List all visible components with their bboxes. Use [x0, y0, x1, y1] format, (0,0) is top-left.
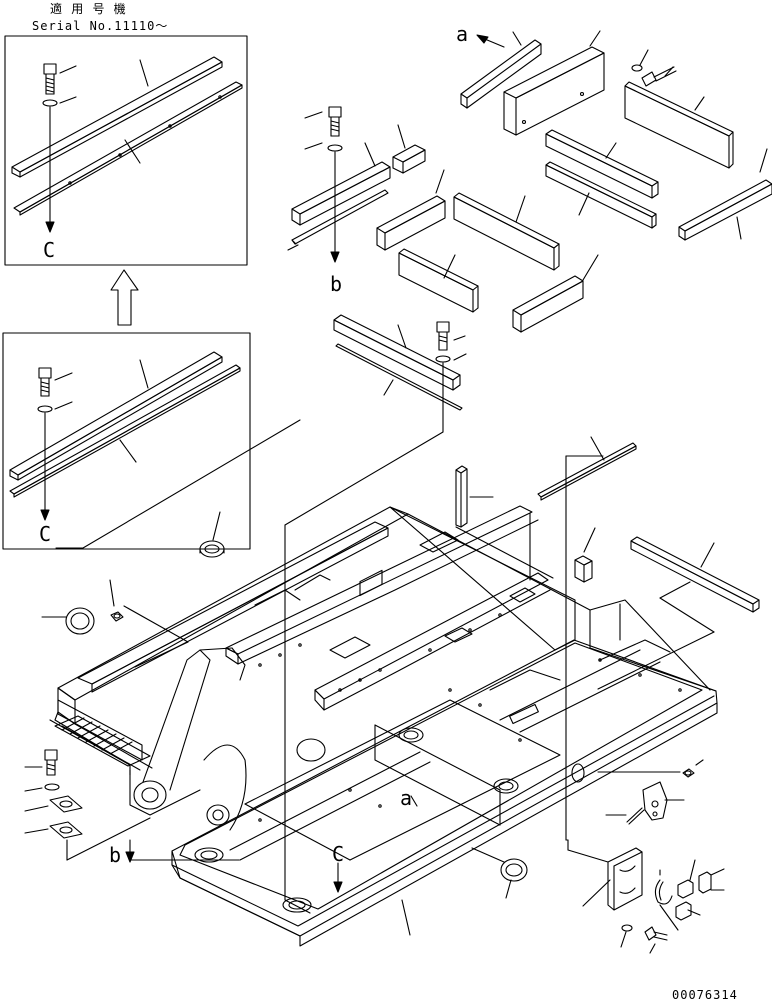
counterweight-block-7: [546, 130, 658, 198]
washer-icon: [328, 145, 342, 151]
side-rail: [334, 315, 462, 410]
nut-icon: [111, 612, 123, 621]
washer-icon: [38, 406, 52, 412]
arrow-down-icon: [46, 222, 54, 232]
lower-plate: [14, 82, 242, 215]
washer-icon: [43, 100, 57, 106]
long-strip: [538, 443, 636, 500]
cover-plate: [50, 822, 82, 838]
arrow-down-icon: [334, 882, 342, 892]
counterweight-block-1: [377, 196, 445, 250]
arrow-down-icon: [126, 852, 134, 862]
washer-icon: [436, 356, 450, 362]
bolt-icon: [39, 368, 51, 396]
bolt-icon: [329, 107, 341, 136]
counterweight-block-3: [399, 249, 478, 312]
seal-ring: [66, 608, 94, 634]
seal-ring: [501, 859, 527, 881]
bolt-icon: [437, 322, 449, 350]
ref-letter-c-inset-top: C: [43, 238, 56, 262]
counterweight-block-8: [546, 162, 656, 228]
ref-letter-b-frame: b: [109, 843, 122, 867]
vertical-bracket: [456, 466, 467, 527]
applicable-serial-label: 適 用 号 機: [50, 2, 127, 16]
ref-letter-c-frame: C: [332, 842, 345, 866]
counterweight-block-5: [504, 47, 604, 135]
serial-range: Serial No.11110～: [32, 19, 169, 33]
seal-ring: [200, 541, 224, 557]
shim-plate: [292, 190, 388, 244]
plate-a: [461, 40, 541, 108]
washer-icon: [632, 65, 642, 71]
arrow-down-icon: [331, 252, 339, 262]
inset-box-previous: [3, 333, 300, 549]
ref-letter-b-top: b: [330, 272, 343, 296]
retaining-ring: [655, 880, 672, 904]
drawing-number: 00076314: [672, 988, 738, 1002]
bolt-icon: [44, 64, 56, 94]
counterweight-block-4: [513, 276, 583, 332]
up-arrow-icon: [111, 270, 138, 325]
clip-icon: [676, 872, 711, 920]
liner-plate: [292, 162, 390, 225]
washer-icon: [622, 925, 632, 931]
washer-icon: [45, 784, 59, 790]
upper-rail: [12, 57, 222, 177]
ref-letter-a-top: a: [456, 22, 469, 46]
bolt-icon: [45, 750, 57, 775]
counterweight-block-6: [625, 82, 733, 168]
nut-icon: [683, 769, 694, 777]
small-block: [575, 556, 592, 582]
gasket-plate: [50, 796, 82, 812]
ref-letter-c-inset-bottom: C: [39, 522, 52, 546]
pin-icon: [627, 808, 644, 824]
counterweight-block-2: [454, 193, 559, 270]
arrow-left-icon: [477, 35, 504, 47]
long-bar: [631, 537, 759, 612]
bolt-icon: [645, 927, 667, 940]
bolt-icon: [642, 67, 676, 86]
main-frame: [50, 506, 717, 946]
inset-box-new-serial: [5, 36, 247, 265]
counterweight-block-9: [679, 180, 772, 240]
hook-bracket: [643, 782, 667, 820]
small-block: [393, 145, 425, 173]
mounting-plate: [608, 848, 642, 910]
ref-letter-a-frame: a: [400, 786, 413, 810]
arrow-down-icon: [41, 510, 49, 520]
